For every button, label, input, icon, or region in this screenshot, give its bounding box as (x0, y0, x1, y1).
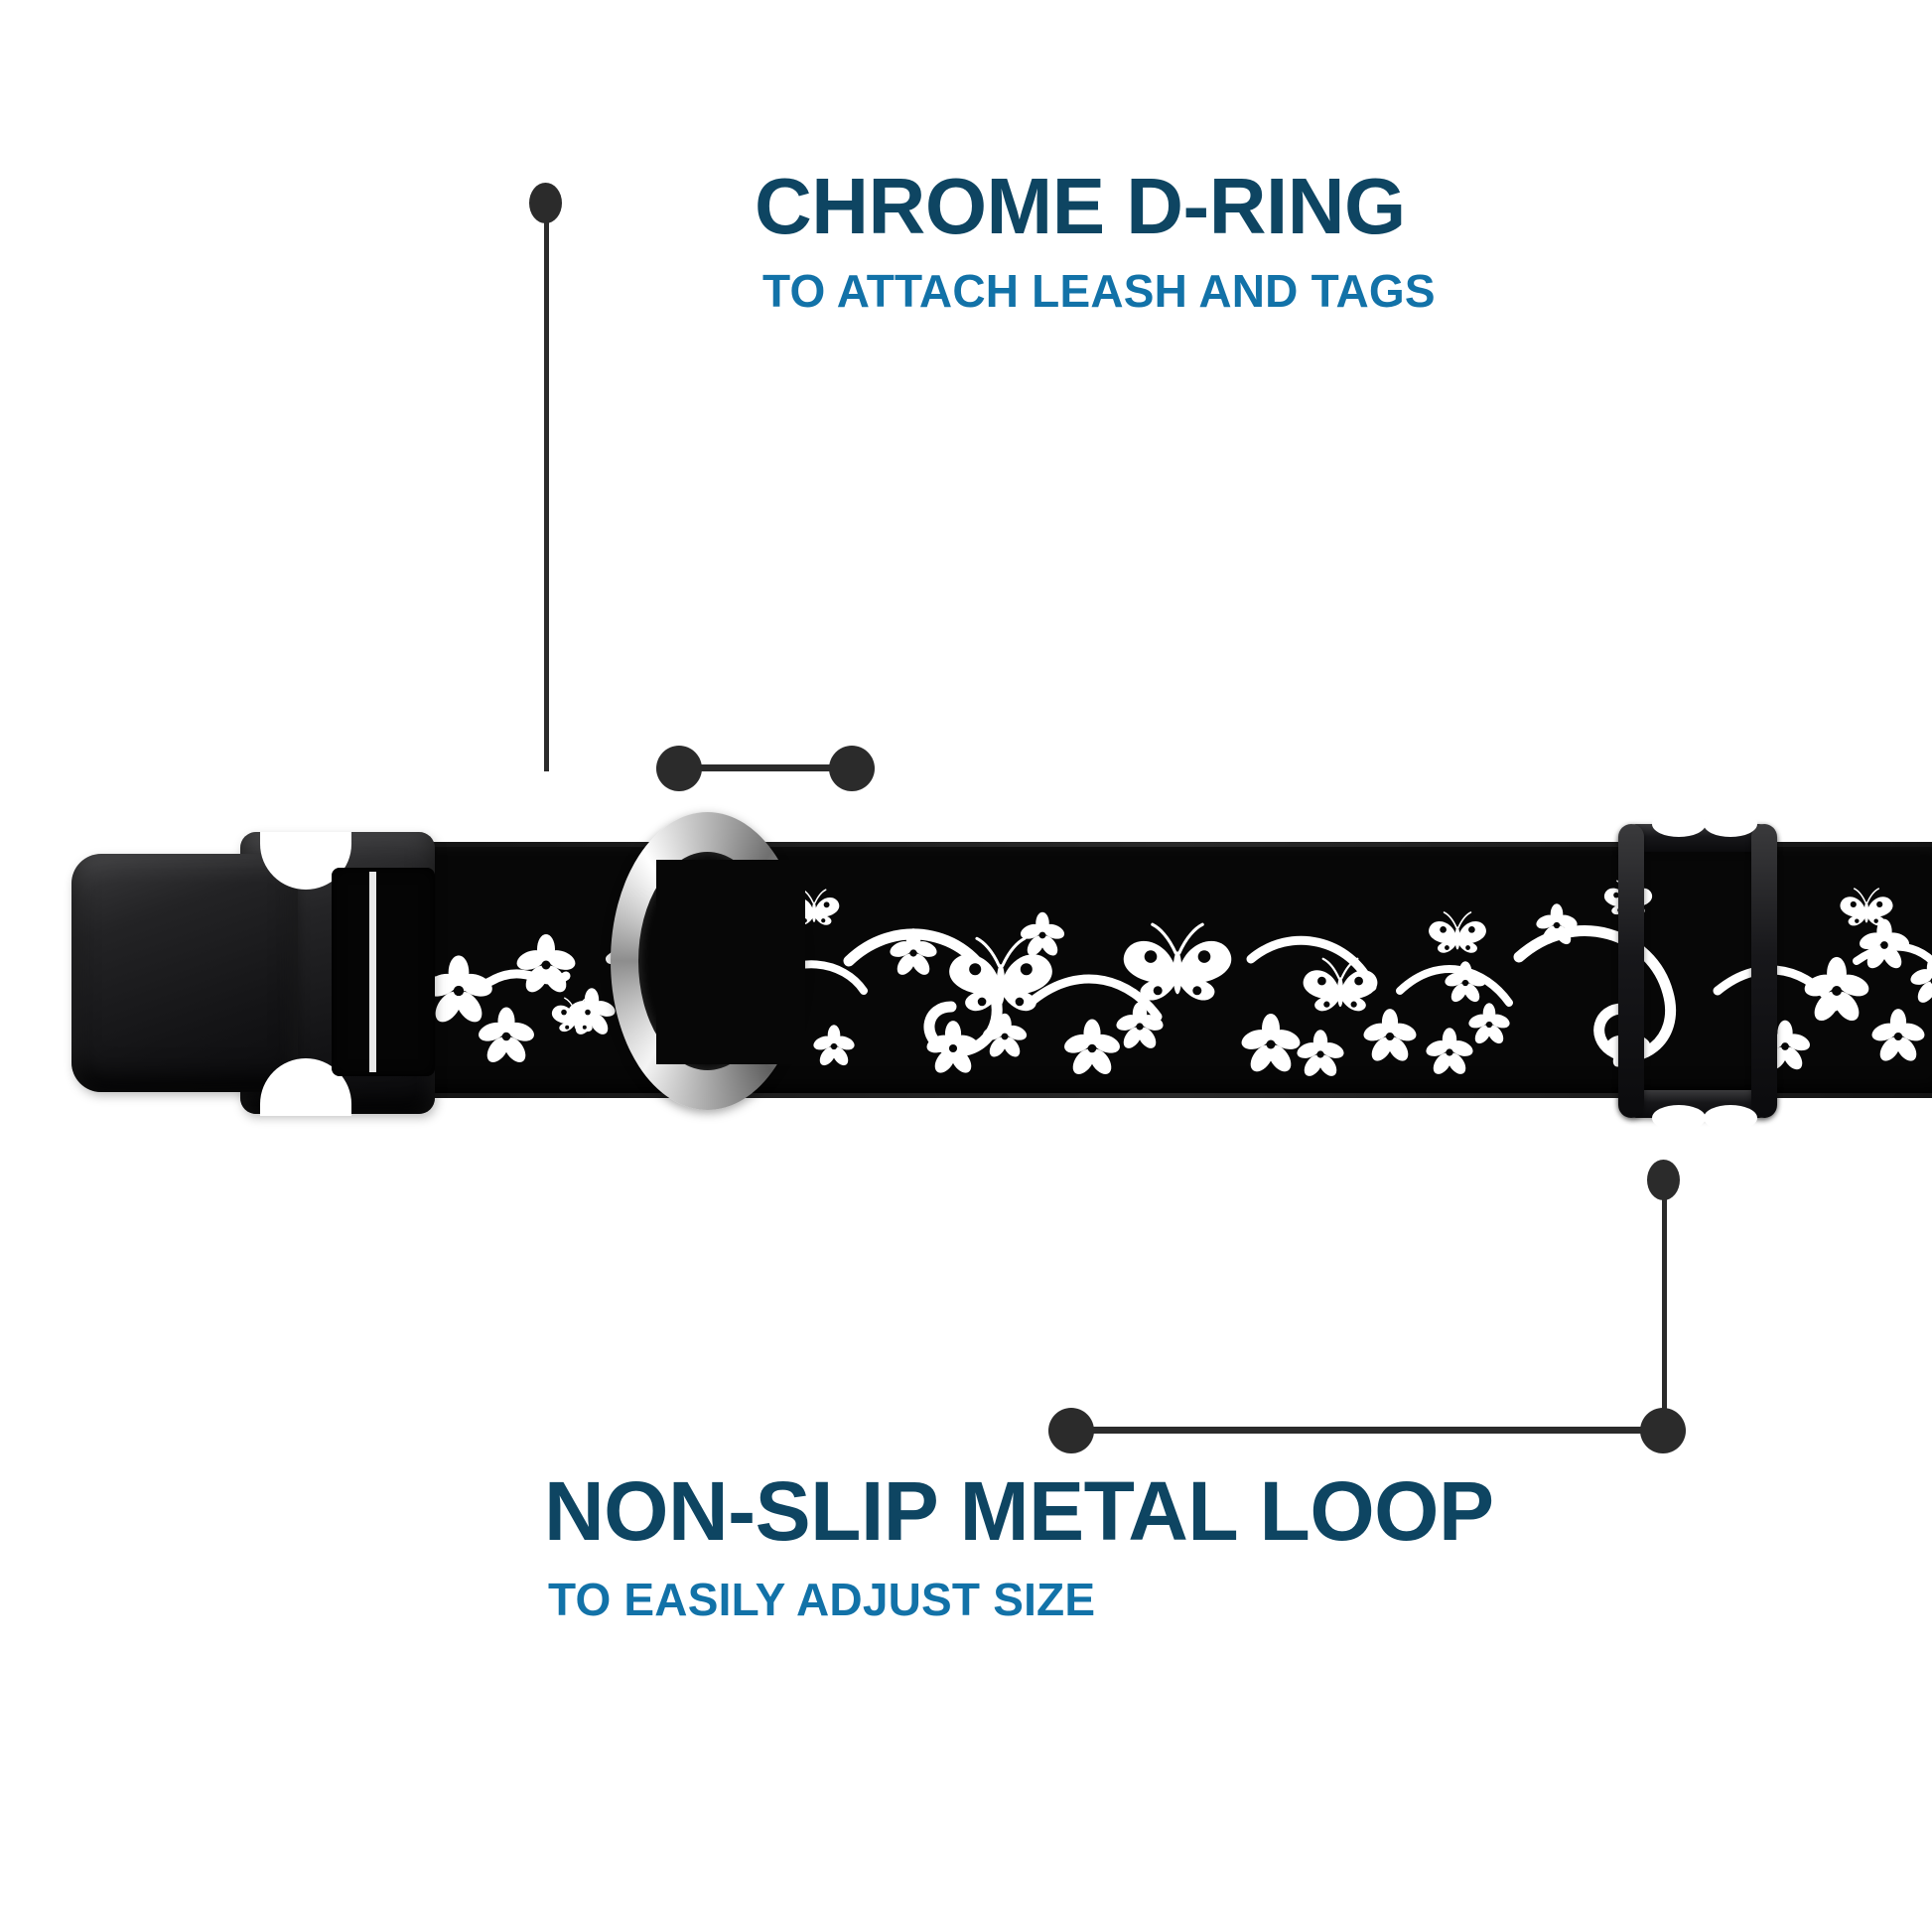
callout-headline: NON-SLIP METAL LOOP (544, 1464, 1494, 1558)
leader-dot-bottom-end (1048, 1408, 1094, 1453)
buckle-release-gap (369, 872, 376, 1072)
loop-bar-left (1618, 824, 1644, 1118)
leader-line-bottom-horizontal (1070, 1427, 1666, 1434)
d-ring-webbing-overlap (656, 860, 805, 1064)
callout-chrome-d-ring: CHROME D-RING TO ATTACH LEASH AND TAGS (755, 162, 1436, 317)
leader-dot-bottom-start (1647, 1160, 1680, 1200)
loop-scallop-top-left (1652, 811, 1706, 837)
side-release-buckle (71, 832, 435, 1116)
loop-bar-right (1751, 824, 1777, 1118)
loop-scallop-top-right (1704, 811, 1757, 837)
leader-dot-top-end (829, 746, 875, 791)
buckle-webbing-slot (332, 868, 435, 1076)
leader-line-top-horizontal (678, 764, 852, 771)
d-ring (611, 812, 805, 1110)
loop-scallop-bottom-right (1704, 1105, 1757, 1131)
metal-loop (1618, 811, 1777, 1131)
leader-dot-top-start (529, 183, 562, 223)
buckle-tongue (71, 854, 298, 1092)
callout-subhead: TO ATTACH LEASH AND TAGS (762, 265, 1436, 317)
webbing-edge-bottom (397, 1093, 1932, 1098)
leader-line-bottom-vertical (1662, 1197, 1667, 1431)
dog-collar-product (0, 794, 1932, 1132)
callout-headline: CHROME D-RING (755, 162, 1406, 250)
callout-non-slip-metal-loop: NON-SLIP METAL LOOP TO EASILY ADJUST SIZ… (544, 1469, 1494, 1622)
webbing-edge-top (397, 842, 1932, 847)
loop-scallop-bottom-left (1652, 1105, 1706, 1131)
leader-line-top-vertical (544, 220, 549, 771)
callout-subhead: TO EASILY ADJUST SIZE (548, 1574, 1096, 1625)
